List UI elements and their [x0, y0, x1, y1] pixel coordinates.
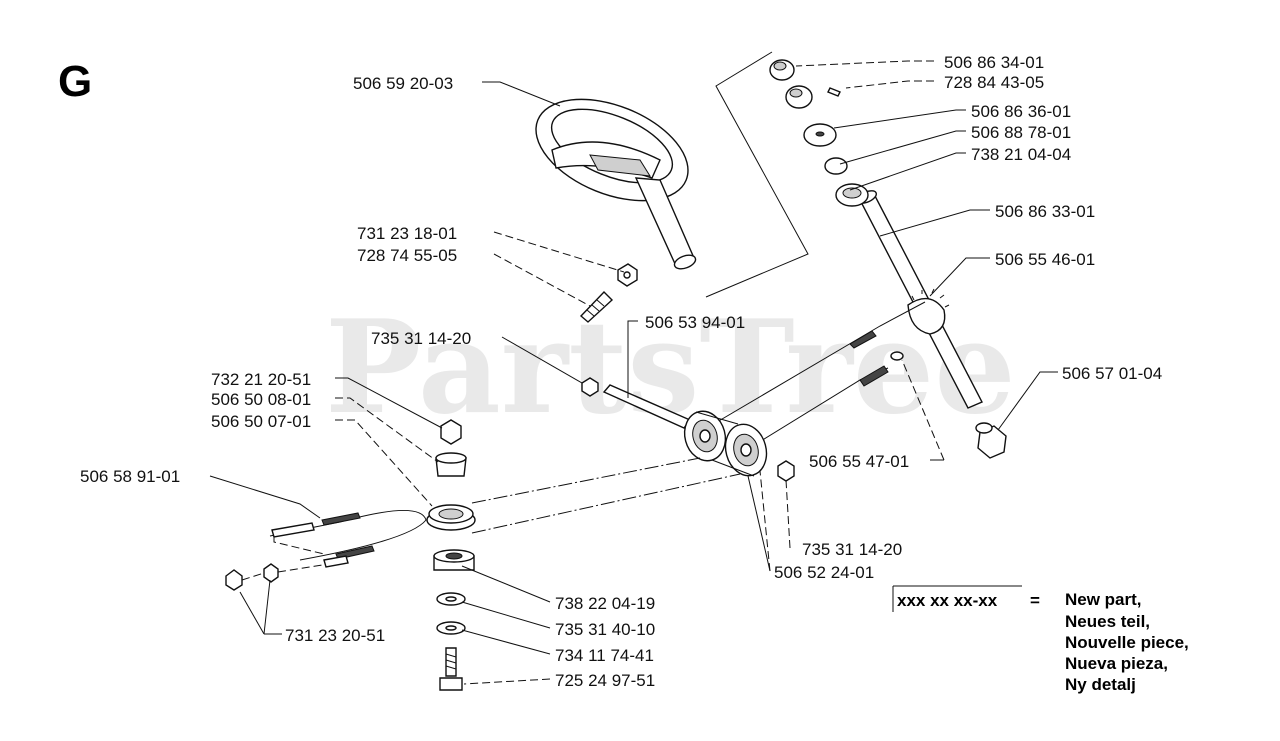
callout-label: 506 52 24-01 — [774, 563, 874, 582]
legend-code: xxx xx xx-xx — [897, 591, 998, 610]
callout-label: 728 74 55-05 — [357, 246, 457, 265]
legend: xxx xx xx-xx = New part, Neues teil, Nou… — [897, 590, 1189, 694]
callout-label: 728 84 43-05 — [944, 73, 1044, 92]
main-pulley-stack-drawing — [426, 419, 476, 691]
callout-label: 506 55 47-01 — [809, 452, 909, 471]
callout-label: 506 88 78-01 — [971, 123, 1071, 142]
sector-gear-drawing — [907, 288, 950, 335]
section-letter: G — [58, 57, 92, 106]
callout-label: 731 23 18-01 — [357, 224, 457, 243]
legend-equals: = — [1030, 591, 1040, 610]
column-bushings-drawing — [769, 59, 869, 207]
callout-label: 506 58 91-01 — [80, 467, 180, 486]
legend-line: Neues teil, — [1065, 612, 1150, 631]
column-bottom-nut-drawing — [975, 422, 1007, 459]
wheel-nut-drawing — [617, 263, 638, 287]
twin-pulley-drawing — [683, 410, 768, 477]
callout-label: 506 86 34-01 — [944, 53, 1044, 72]
callout-label: 738 22 04-19 — [555, 594, 655, 613]
callout-label: 506 86 33-01 — [995, 202, 1095, 221]
legend-line: Nouvelle piece, — [1065, 633, 1189, 652]
callout-label: 506 86 36-01 — [971, 102, 1071, 121]
control-cable-drawing — [269, 510, 427, 568]
callout-label: 506 57 01-04 — [1062, 364, 1162, 383]
callout-label: 735 31 40-10 — [555, 620, 655, 639]
parts-illustration — [225, 51, 1007, 691]
callout-label: 732 21 20-51 — [211, 370, 311, 389]
callout-label: 731 23 20-51 — [285, 626, 385, 645]
callout-label: 506 53 94-01 — [645, 313, 745, 332]
legend-line: Ny detalj — [1065, 675, 1136, 694]
leader-lines — [209, 60, 1058, 685]
legend-line: Nueva pieza, — [1065, 654, 1168, 673]
legend-line: New part, — [1065, 590, 1142, 609]
callout-label: 506 50 07-01 — [211, 412, 311, 431]
steering-wheel-drawing — [535, 98, 697, 270]
callout-label: 735 31 14-20 — [371, 329, 471, 348]
callout-label: 738 21 04-04 — [971, 145, 1071, 164]
part-number-labels: 506 59 20-03 731 23 18-01 728 74 55-05 7… — [80, 53, 1162, 690]
callout-label: 506 55 46-01 — [995, 250, 1095, 269]
wheel-screw-drawing — [579, 290, 614, 323]
callout-label: 734 11 74-41 — [555, 646, 654, 665]
callout-label: 506 59 20-03 — [353, 74, 453, 93]
callout-label: 735 31 14-20 — [802, 540, 902, 559]
callout-label: 506 50 08-01 — [211, 390, 311, 409]
callout-label: 725 24 97-51 — [555, 671, 655, 690]
